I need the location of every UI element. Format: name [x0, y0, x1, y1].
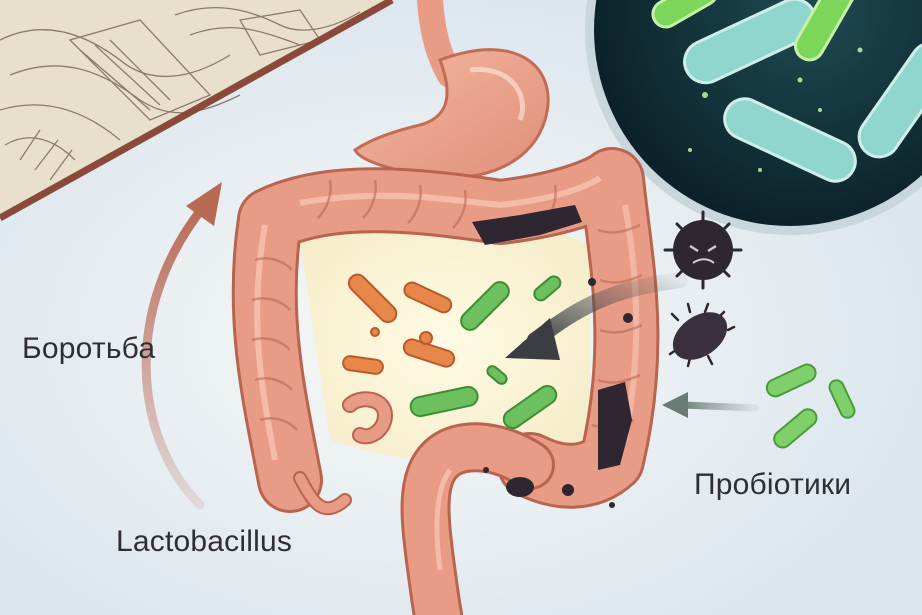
label-probiotics: Пробіотики	[694, 468, 851, 502]
label-lactobacillus: Lactobacillus	[116, 525, 292, 559]
label-fight: Боротьба	[22, 332, 155, 366]
